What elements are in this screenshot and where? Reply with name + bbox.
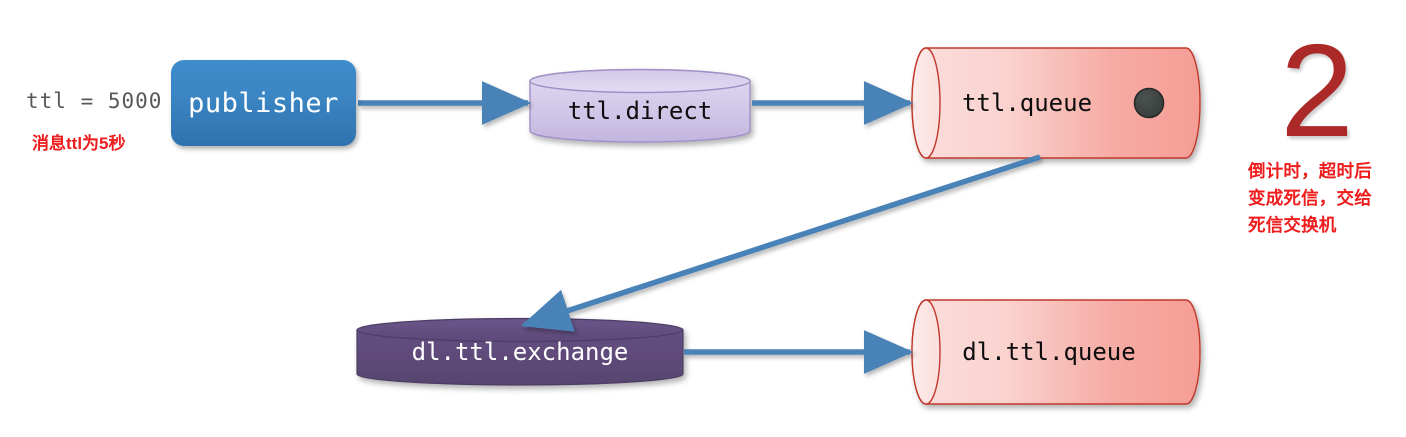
node-ttl-queue-label: ttl.queue — [961, 89, 1093, 117]
arrow-ttl-queue-to-dl-exchange — [520, 154, 1041, 332]
message-dot-icon — [1133, 87, 1165, 119]
step-note-annotation: 倒计时，超时后 变成死信，交给 死信交换机 — [1248, 158, 1398, 239]
node-ttl-direct[interactable] — [529, 68, 751, 143]
node-dl-ttl-exchange-label: dl.ttl.exchange — [411, 337, 629, 366]
step-note-line-3: 死信交换机 — [1248, 215, 1337, 235]
step-number-label: 2 — [1280, 17, 1354, 164]
node-publisher[interactable] — [171, 60, 356, 146]
node-dl-ttl-exchange[interactable] — [356, 317, 684, 386]
node-dl-ttl-queue[interactable] — [911, 299, 1201, 405]
ttl-value-annotation: ttl = 5000 — [26, 89, 163, 113]
ttl-note-annotation: 消息ttl为5秒 — [32, 134, 126, 153]
step-note-line-2: 变成死信，交给 — [1248, 188, 1372, 208]
node-ttl-direct-label: ttl.direct — [567, 97, 713, 125]
node-dl-ttl-queue-label: dl.ttl.queue — [962, 338, 1136, 366]
node-ttl-queue[interactable] — [911, 47, 1201, 159]
step-note-line-1: 倒计时，超时后 — [1248, 161, 1372, 181]
